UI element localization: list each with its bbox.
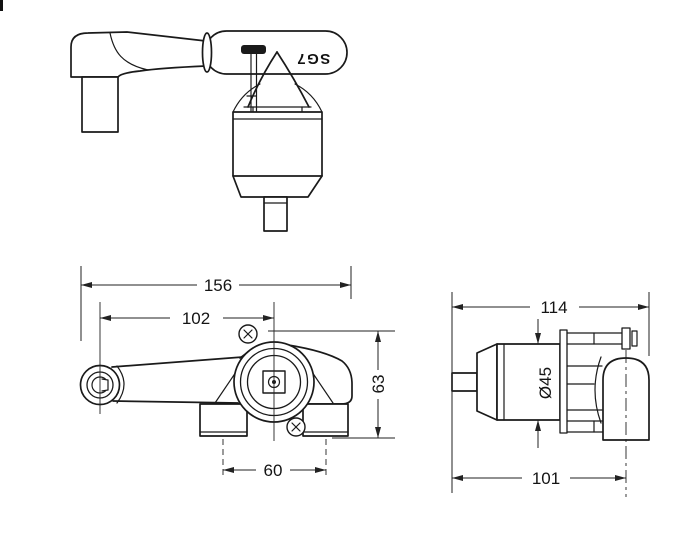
dimension-front-total-width: 156	[80, 266, 352, 341]
arrowhead-up	[535, 420, 541, 431]
spindle-stem	[451, 372, 478, 392]
outlet-stub-outline	[263, 196, 288, 232]
cartridge-taper	[476, 343, 498, 421]
rod-end-nut	[631, 330, 638, 347]
dimension-depth-to-center: 101	[452, 469, 626, 488]
dimension-value: 60	[264, 461, 283, 480]
dimension-value: 101	[532, 469, 560, 488]
handle-hub-notch	[101, 378, 109, 392]
handle-grip-outline	[81, 76, 119, 133]
arrowhead-down	[535, 333, 541, 344]
spout-cone-left-edge	[247, 51, 278, 108]
cartridge-taper-outline	[232, 175, 323, 198]
dimension-value: Ø45	[536, 367, 555, 399]
dimension-body-diameter: Ø45	[535, 319, 555, 448]
dimension-inlet-spacing: 60	[223, 461, 326, 480]
fixing-screw-top-cross	[243, 329, 253, 339]
front-view: 156 102 63 60	[79, 266, 395, 480]
tie-rod-top	[566, 327, 638, 350]
handle-arm-top-edge	[70, 31, 207, 78]
cartridge-body	[496, 343, 561, 421]
body-right-shoulder	[287, 344, 353, 405]
dimension-value: 156	[204, 276, 232, 295]
fixing-screw-bottom-cross	[291, 422, 301, 432]
arrowhead-left	[452, 304, 463, 310]
arrowhead-right	[263, 315, 274, 321]
arrowhead-right	[340, 282, 351, 288]
arrowhead-right	[638, 304, 649, 310]
lever-arm-bottom-edge	[112, 400, 239, 404]
dimension-body-height: 63	[268, 330, 395, 439]
arm-body-joint	[201, 32, 213, 73]
saddle-curve-left	[232, 83, 261, 113]
arrowhead-left	[223, 467, 234, 473]
dimension-side-total-depth: 114	[451, 292, 650, 493]
rod-end-cap	[621, 327, 631, 350]
body-gusset-right	[311, 371, 334, 404]
dimension-value: 63	[369, 375, 388, 394]
inlet-leg-right	[302, 403, 349, 437]
lever-arm-top-edge	[111, 356, 244, 368]
mounting-plate	[559, 329, 568, 434]
arrowhead-left	[452, 475, 463, 481]
arrowhead-left	[100, 315, 111, 321]
dimension-value: 114	[540, 298, 567, 317]
side-view: 114 Ø45 101	[451, 292, 650, 497]
arrowhead-right	[615, 475, 626, 481]
flange-edge-arc	[594, 356, 602, 424]
body-gusset-left	[214, 371, 237, 404]
handle-hub-shoulder-arc	[116, 365, 125, 404]
screw-knurled-head	[241, 45, 266, 54]
saddle-curve-right	[294, 83, 323, 113]
arrowhead-left	[81, 282, 92, 288]
arrowhead-right	[315, 467, 326, 473]
model-stamp-label: SG7	[296, 50, 331, 67]
cartridge-cylinder-outline	[232, 111, 323, 177]
inlet-leg-left	[199, 403, 248, 437]
handle-elbow-crease	[109, 32, 149, 71]
dimension-value: 102	[182, 309, 210, 328]
handle-arm-bottom-edge	[117, 65, 207, 78]
handle-hub-notch-mask	[102, 379, 110, 391]
top-view: SG7	[70, 30, 348, 232]
scan-artifact-mark	[0, 0, 3, 11]
dimension-handle-to-center: 102	[100, 309, 274, 328]
arrowhead-down	[375, 427, 381, 438]
spout-cone-right-edge	[276, 51, 310, 108]
arrowhead-up	[375, 331, 381, 342]
